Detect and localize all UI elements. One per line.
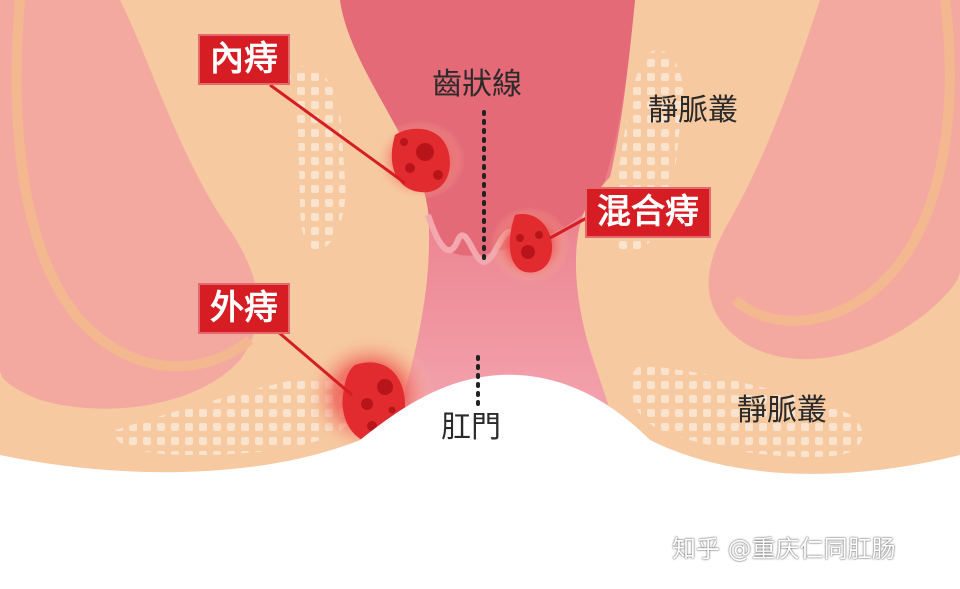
venous-plexus-left-upper (288, 66, 346, 251)
internal-hemorrhoid (375, 120, 465, 200)
external-hemorrhoid-label: 外痔 (198, 283, 290, 334)
leader-line-external (269, 323, 353, 397)
venous-plexus-left-lower (114, 374, 359, 455)
leader-line-internal (269, 83, 406, 185)
dentate-line-label: 齒狀線 (432, 67, 522, 102)
venous-plexus-upper-label: 靜脈叢 (648, 93, 738, 128)
mixed-hemorrhoid-label: 混合痔 (585, 187, 711, 238)
white-gap (0, 374, 960, 589)
anus-label: 肛門 (441, 410, 501, 445)
venous-plexus-right-lower (629, 365, 863, 458)
mixed-hemorrhoid (490, 207, 570, 283)
watermark: 知乎 @重庆仁同肛肠 (672, 535, 896, 563)
rectum-region (340, 0, 635, 256)
venous-plexus-lower-label: 靜脈叢 (737, 393, 827, 428)
internal-hemorrhoid-label: 內痔 (198, 34, 290, 85)
left-contour (11, 0, 254, 372)
right-contour (731, 0, 955, 326)
